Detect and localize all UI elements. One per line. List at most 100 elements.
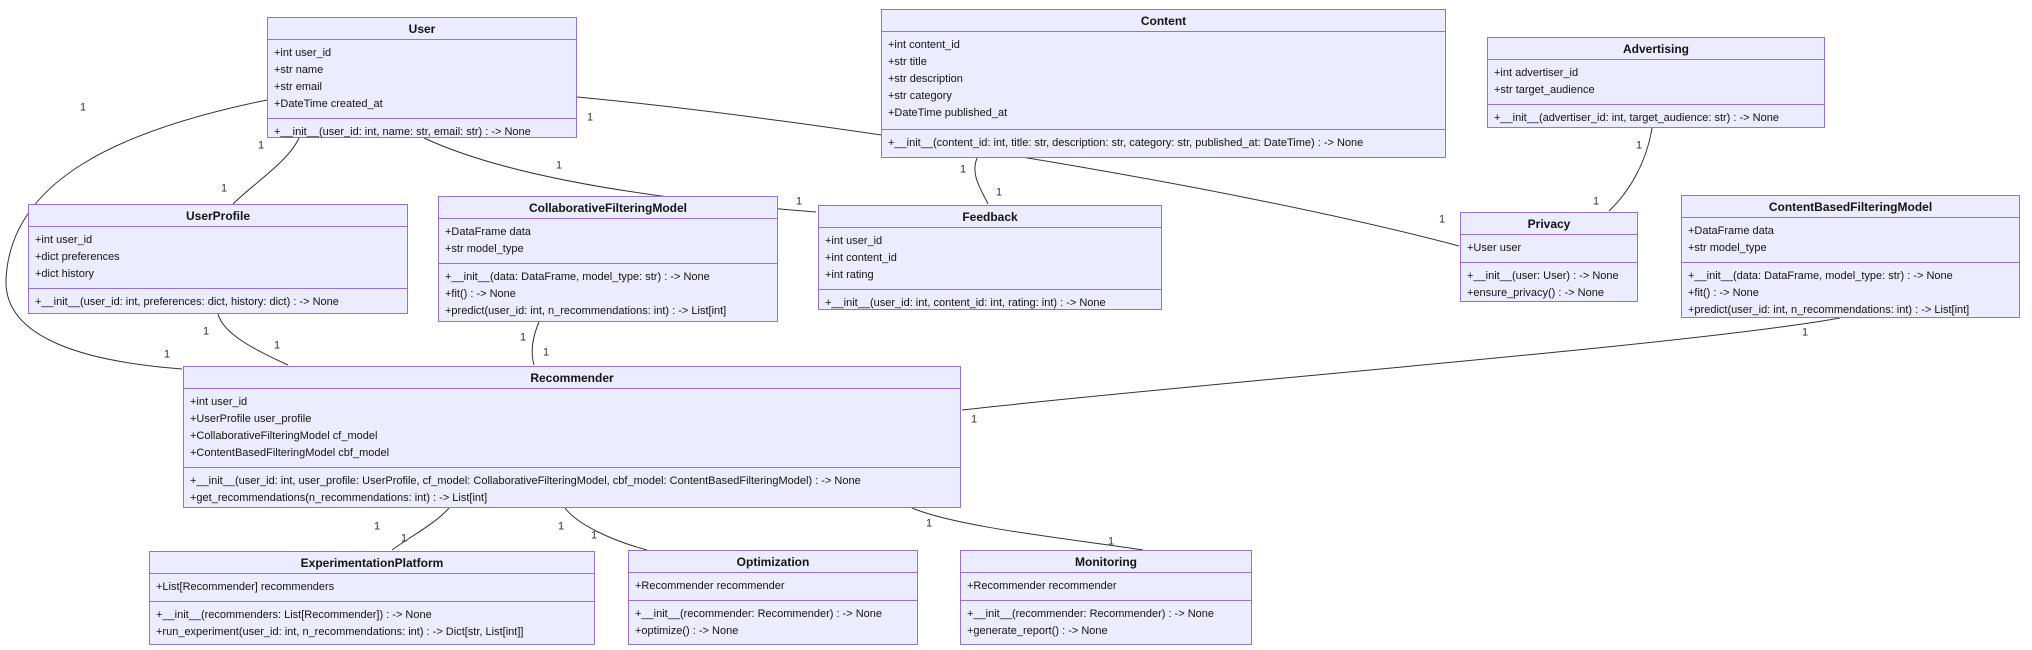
- methods-section: +__init__(user_id: int, user_profile: Us…: [184, 467, 960, 512]
- attribute-row: +DataFrame data: [445, 226, 531, 238]
- attribute-row: +str target_audience: [1494, 84, 1595, 96]
- method-row: +fit() : -> None: [445, 288, 516, 300]
- method-row: +__init__(user_id: int, user_profile: Us…: [190, 475, 861, 487]
- class-title-experimentation-platform: ExperimentationPlatform: [300, 556, 444, 570]
- attribute-row: +Recommender recommender: [635, 580, 785, 592]
- multiplicity-label: 1: [400, 532, 408, 545]
- attributes-section: +List[Recommender] recommenders: [150, 573, 594, 601]
- class-user-profile: UserProfile +int user_id+dict preferences…: [28, 204, 408, 314]
- method-row: +generate_report() : -> None: [967, 625, 1108, 637]
- class-title-content: Content: [1140, 14, 1187, 28]
- multiplicity-label: 1: [1592, 195, 1600, 208]
- multiplicity-label: 1: [79, 101, 87, 114]
- multiplicity-label: 1: [257, 139, 265, 152]
- methods-section: +__init__(user_id: int, content_id: int,…: [819, 289, 1161, 317]
- multiplicity-label: 1: [542, 346, 550, 359]
- attribute-row: +Recommender recommender: [967, 580, 1117, 592]
- method-row: +run_experiment(user_id: int, n_recommen…: [156, 626, 524, 638]
- multiplicity-label: 1: [557, 520, 565, 533]
- methods-section: +__init__(recommender: Recommender) : ->…: [961, 600, 1251, 645]
- multiplicity-label: 1: [220, 182, 228, 195]
- class-feedback: Feedback+int user_id+int content_id+int …: [818, 205, 1162, 310]
- multiplicity-label: 1: [795, 195, 803, 208]
- attributes-section: +int advertiser_id+str target_audience: [1488, 59, 1824, 104]
- multiplicity-label: 1: [202, 325, 210, 338]
- methods-section: +__init__(user: User) : -> None +ensure_p…: [1461, 262, 1637, 307]
- attribute-row: +str category: [888, 90, 952, 102]
- edge-user-to-user-profile: [232, 137, 300, 205]
- attribute-row: +str email: [274, 81, 322, 93]
- attribute-row: +DateTime created_at: [274, 98, 383, 110]
- multiplicity-label: 1: [1438, 213, 1446, 226]
- class-user: User +int user_id+str name+str email+Date…: [267, 17, 577, 138]
- method-row: +__init__(user: User) : -> None: [1467, 270, 1619, 282]
- class-title-user-profile: UserProfile: [185, 209, 251, 223]
- attribute-row: +str description: [888, 73, 963, 85]
- class-title-recommender: Recommender: [530, 371, 614, 385]
- method-row: +ensure_privacy() : -> None: [1467, 287, 1604, 299]
- multiplicity-label: 1: [1107, 535, 1115, 548]
- multiplicity-label: 1: [970, 413, 978, 426]
- class-title-collaborative-filtering-model: CollaborativeFilteringModel: [528, 201, 687, 215]
- attribute-row: +ContentBasedFilteringModel cbf_model: [190, 447, 390, 459]
- multiplicity-label: 1: [373, 520, 381, 533]
- attribute-row: +CollaborativeFilteringModel cf_model: [190, 430, 378, 442]
- methods-section: +__init__(content_id: int, title: str, d…: [882, 129, 1445, 157]
- multiplicity-label: 1: [1801, 326, 1809, 339]
- class-title-privacy: Privacy: [1527, 217, 1571, 231]
- edge-recommender-to-monitoring: [911, 507, 1144, 551]
- edge-collaborative-filtering-model-to-recommender: [531, 321, 540, 366]
- attributes-section: +DataFrame data+str model_type: [1682, 217, 2019, 262]
- method-row: +predict(user_id: int, n_recommendations…: [1688, 304, 1970, 316]
- attributes-section: +User user: [1461, 234, 1637, 262]
- attribute-row: +str model_type: [1688, 242, 1767, 254]
- class-title-feedback: Feedback: [962, 210, 1018, 224]
- attribute-row: +List[Recommender] recommenders: [156, 581, 335, 593]
- method-row: +__init__(user_id: int, preferences: dic…: [35, 296, 339, 308]
- method-row: +__init__(data: DataFrame, model_type: s…: [1688, 270, 1953, 282]
- methods-section: +__init__(user_id: int, name: str, email…: [268, 118, 576, 146]
- method-row: +fit() : -> None: [1688, 287, 1759, 299]
- edge-content-based-filtering-model-to-recommender: [961, 317, 1841, 411]
- method-row: +__init__(recommenders: List[Recommender…: [156, 609, 432, 621]
- method-row: +__init__(data: DataFrame, model_type: s…: [445, 271, 710, 283]
- method-row: +get_recommendations(n_recommendations: …: [190, 492, 488, 504]
- method-row: +__init__(recommender: Recommender) : ->…: [635, 608, 883, 620]
- multiplicity-label: 1: [925, 517, 933, 530]
- methods-section: +__init__(data: DataFrame, model_type: s…: [439, 263, 777, 325]
- methods-section: +__init__(recommenders: List[Recommender…: [150, 601, 594, 646]
- class-collaborative-filtering-model: CollaborativeFilteringModel +DataFrame da…: [438, 196, 778, 322]
- attribute-row: +int content_id: [825, 252, 897, 264]
- class-optimization: Optimization+Recommender recommender+__i…: [628, 550, 918, 645]
- method-row: +__init__(content_id: int, title: str, d…: [888, 137, 1364, 149]
- edge-advertising-to-privacy: [1608, 127, 1653, 212]
- edge-user-to-recommender: [5, 99, 268, 370]
- attribute-row: +int user_id: [274, 47, 332, 59]
- class-title-advertising: Advertising: [1622, 42, 1689, 56]
- attribute-row: +dict preferences: [35, 251, 120, 263]
- class-title-content-based-filtering-model: ContentBasedFilteringModel: [1768, 200, 1933, 214]
- attribute-row: +UserProfile user_profile: [190, 413, 312, 425]
- attribute-row: +int user_id: [825, 235, 883, 247]
- attributes-section: +int user_id +UserProfile user_profile +Co…: [184, 388, 960, 467]
- multiplicity-label: 1: [959, 163, 967, 176]
- multiplicity-label: 1: [273, 339, 281, 352]
- edge-recommender-to-optimization: [564, 507, 648, 551]
- edge-content-to-feedback: [974, 157, 989, 205]
- methods-section: +__init__(recommender: Recommender) : ->…: [629, 600, 917, 645]
- edge-recommender-to-experimentation-platform: [391, 507, 450, 551]
- multiplicity-label: 1: [586, 111, 594, 124]
- attributes-section: +Recommender recommender: [961, 572, 1251, 600]
- method-row: +__init__(user_id: int, content_id: int,…: [825, 297, 1106, 309]
- attribute-row: +int user_id: [190, 396, 248, 408]
- attributes-section: +int user_id+dict preferences+dict histo…: [29, 226, 407, 288]
- attribute-row: +dict history: [35, 268, 94, 280]
- attributes-section: +int user_id+str name+str email+DateTime…: [268, 39, 576, 118]
- class-title-user: User: [408, 22, 436, 36]
- method-row: +__init__(recommender: Recommender) : ->…: [967, 608, 1215, 620]
- attribute-row: +str model_type: [445, 243, 524, 255]
- class-privacy: Privacy +User user +__init__(user: User) :…: [1460, 212, 1638, 302]
- class-experimentation-platform: ExperimentationPlatform +List[Recommender…: [149, 551, 595, 645]
- method-row: +__init__(advertiser_id: int, target_aud…: [1494, 112, 1779, 124]
